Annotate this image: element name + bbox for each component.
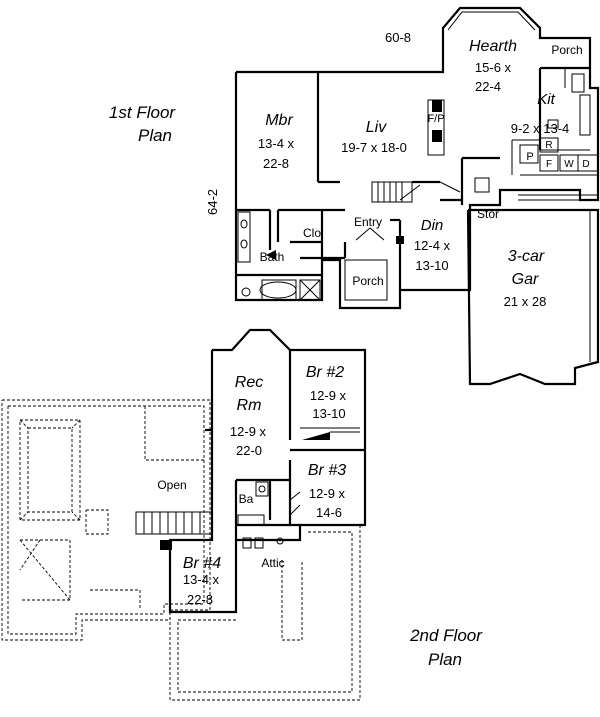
fireplace-label: F/P (427, 113, 444, 125)
liv-label: Liv (366, 119, 387, 136)
first-floor-title: 1st Floor (109, 103, 176, 122)
din-size: 12-4 x (414, 238, 451, 253)
br3-label: Br #3 (308, 462, 346, 479)
garage-wall (466, 208, 600, 386)
second-floor-plan (1, 328, 367, 701)
clo-label: Clo (303, 226, 321, 240)
first-floor-outer-wall (234, 6, 600, 310)
br4-size-2: 22-8 (187, 592, 213, 607)
hearth-size: 15-6 x (475, 60, 512, 75)
br3-size-2: 14-6 (316, 505, 342, 520)
liv-size: 19-7 x 18-0 (341, 140, 407, 155)
mbr-label: Mbr (265, 112, 293, 129)
br2-size-2: 13-10 (312, 406, 345, 421)
gar-label: 3-car (508, 248, 545, 265)
rec-label-2: Rm (237, 397, 262, 414)
rec-label: Rec (235, 374, 263, 391)
bath-label: Bath (260, 250, 285, 264)
stor-label: Stor (477, 207, 499, 221)
rec-size-2: 22-0 (236, 443, 262, 458)
washer-label: W (564, 159, 574, 170)
pantry-label: P (526, 151, 533, 163)
mbr-size-2: 22-8 (263, 156, 289, 171)
labels: 1st Floor Plan 60-8 64-2 Hearth 15-6 x 2… (109, 30, 590, 669)
entry-label: Entry (354, 215, 382, 229)
ba-label: Ba (239, 492, 254, 506)
kit-size: 9-2 x 13-4 (511, 121, 570, 136)
kit-label: Kit (537, 91, 555, 108)
gar-label-2: Gar (512, 271, 539, 288)
br2-size: 12-9 x (310, 388, 347, 403)
attic-label: Attic (261, 556, 284, 570)
first-floor-plan (234, 6, 600, 386)
first-floor-width-dimension: 60-8 (385, 30, 411, 45)
mbr-size: 13-4 x (258, 136, 295, 151)
dryer-label: D (582, 159, 589, 170)
second-floor-title: 2nd Floor (409, 626, 483, 645)
first-floor-subtitle: Plan (138, 126, 172, 145)
porch-top-label: Porch (551, 43, 582, 57)
freezer-label: F (546, 159, 552, 170)
hearth-label: Hearth (469, 38, 517, 55)
second-floor-subtitle: Plan (428, 650, 462, 669)
porch-front-label: Porch (352, 274, 383, 288)
br2-label: Br #2 (306, 364, 344, 381)
refrigerator-label: R (545, 140, 552, 151)
din-label: Din (421, 217, 444, 234)
br4-label: Br #4 (183, 555, 221, 572)
br4-size: 13-4 x (183, 572, 220, 587)
br3-size: 12-9 x (309, 486, 346, 501)
gar-size: 21 x 28 (504, 294, 547, 309)
rec-size: 12-9 x (230, 424, 267, 439)
hearth-size-2: 22-4 (475, 79, 501, 94)
din-size-2: 13-10 (415, 258, 448, 273)
open-label: Open (157, 478, 186, 492)
first-floor-depth-dimension: 64-2 (205, 189, 220, 215)
